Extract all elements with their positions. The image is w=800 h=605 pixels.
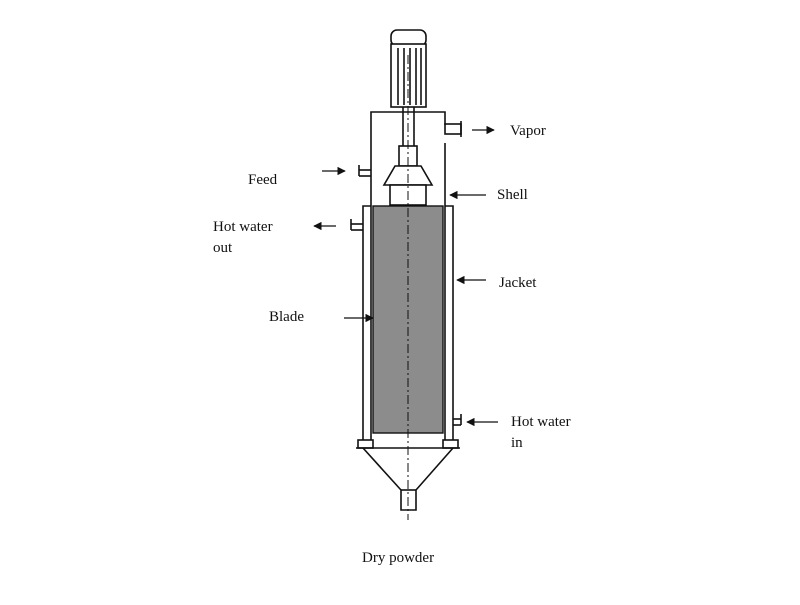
feed-label: Feed [248,172,278,188]
feed-nozzle [358,165,371,177]
shell [370,206,446,440]
jacket-label: Jacket [499,275,537,291]
leader-arrows [313,125,498,427]
vapor-label: Vapor [510,123,546,139]
jacket [362,205,454,440]
blade-label: Blade [269,309,304,325]
dry-powder-label: Dry powder [362,550,435,566]
hot-water-in-label-line2: in [511,435,523,451]
hot-water-in-nozzle [453,414,462,426]
hot-water-out-nozzle [350,219,363,231]
hot-water-out-label-line2: out [213,240,233,256]
drive-shaft [402,107,415,147]
hot-water-out-label-line1: Hot water [213,219,273,235]
shell-label: Shell [497,187,528,203]
hot-water-in-label-line1: Hot water [511,414,571,430]
